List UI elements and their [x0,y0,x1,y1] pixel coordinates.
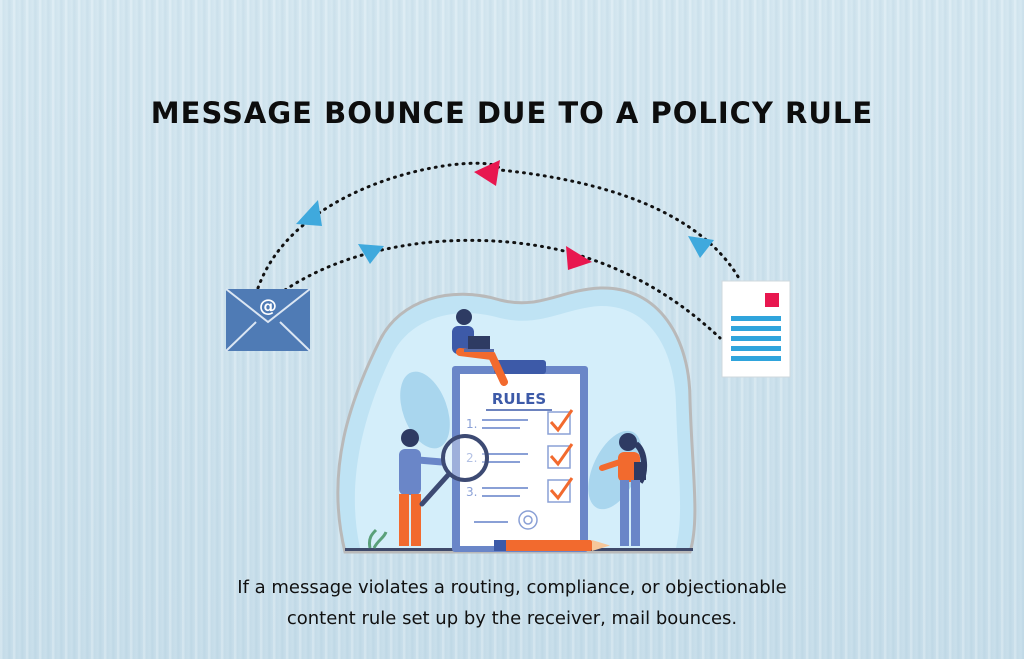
person-with-tablet [599,433,648,546]
arrow-blue-outer-left [296,200,322,226]
pencil-icon [494,540,610,551]
arrow-blue-outer-right [688,236,714,258]
clipboard-heading: RULES [492,390,546,408]
arrow-red-outer-top [474,160,500,186]
envelope-icon: @ [225,288,311,352]
outer-flow-arc [256,161,742,290]
document-icon [721,280,791,378]
arrow-red-inner-mid [566,246,592,270]
inner-flow-arc [283,238,722,340]
rule-item-1: 1. [466,417,477,431]
check-icon [547,409,574,503]
rules-illustration: RULES 1. 2. 3. [336,286,697,554]
at-symbol: @ [259,296,277,317]
rule-item-2: 2. [466,451,477,465]
person-with-laptop [452,309,508,386]
rule-item-3: 3. [466,485,477,499]
page-title: MESSAGE BOUNCE DUE TO A POLICY RULE [150,96,874,130]
person-with-magnifier [399,429,489,546]
caption-line-1: If a message violates a routing, complia… [237,577,787,598]
caption: If a message violates a routing, complia… [0,572,1024,634]
caption-line-2: content rule set up by the receiver, mai… [286,608,738,629]
magnifier-icon [441,434,489,482]
seal-icon [474,510,538,530]
arrow-blue-inner-left [358,244,384,264]
